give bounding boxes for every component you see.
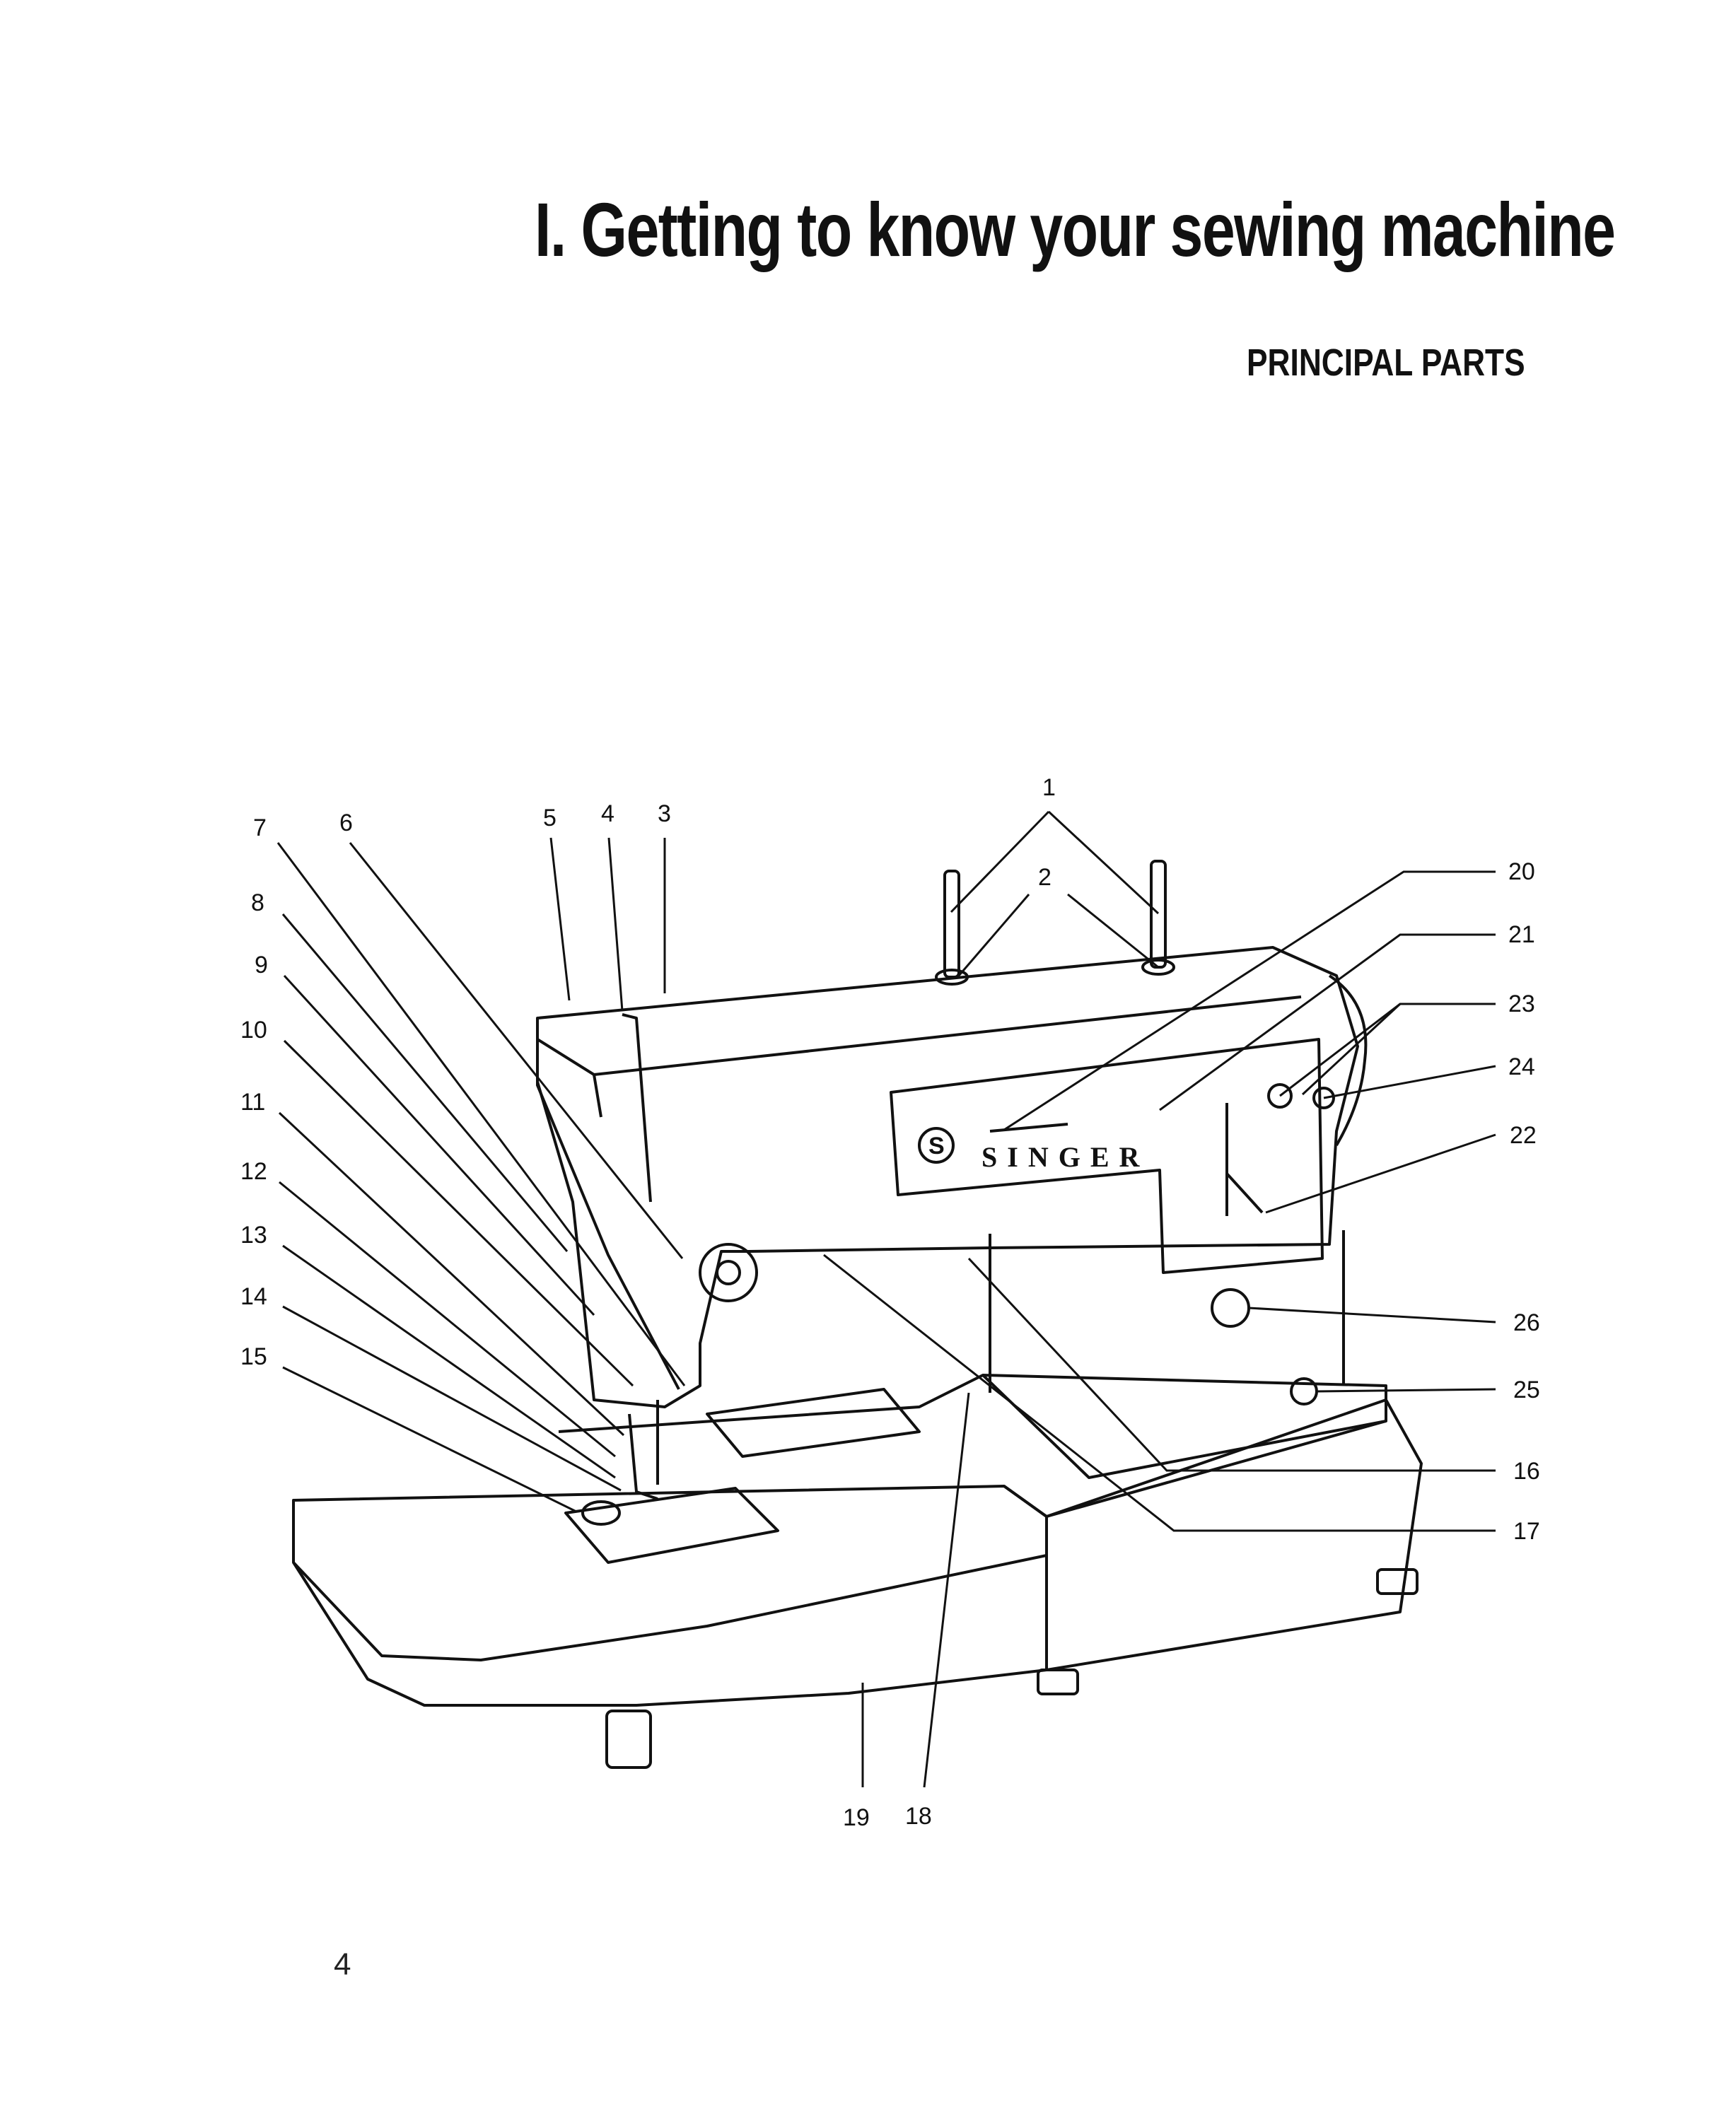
callout-26: 26 — [1513, 1309, 1540, 1336]
callout-23: 23 — [1508, 991, 1535, 1017]
callout-1: 1 — [1042, 774, 1056, 801]
callout-10: 10 — [240, 1017, 267, 1044]
foot-right — [1376, 1568, 1418, 1595]
callout-11: 11 — [240, 1089, 265, 1116]
hand-wheel — [1328, 974, 1368, 1147]
callout-18: 18 — [905, 1803, 932, 1830]
buttonhole-knob — [1211, 1288, 1250, 1328]
leader-20 — [1003, 870, 1496, 1131]
leader-2a — [957, 894, 1030, 976]
leader-24 — [1323, 1065, 1496, 1099]
machine-arm — [536, 946, 1359, 1408]
needle-plate — [564, 1487, 779, 1564]
leader-6 — [349, 842, 684, 1259]
extension-table — [292, 1485, 1048, 1707]
arm-top-edge — [536, 995, 1302, 1076]
tension-dial — [699, 1243, 758, 1302]
leader-16 — [967, 1257, 1496, 1472]
callout-5: 5 — [543, 805, 557, 831]
callout-7: 7 — [253, 814, 267, 841]
page-number: 4 — [334, 1947, 351, 1982]
machine-base — [1045, 1398, 1423, 1671]
spool-pin-base-left — [935, 969, 969, 986]
leader-25 — [1316, 1388, 1496, 1393]
leader-4 — [607, 837, 624, 1012]
leader-10 — [283, 1039, 634, 1387]
callout-20: 20 — [1508, 858, 1535, 885]
leader-9 — [283, 974, 595, 1316]
control-panel — [890, 1038, 1324, 1274]
leader-1b — [1047, 810, 1160, 915]
leader-1a — [950, 810, 1050, 913]
callout-17: 17 — [1513, 1518, 1540, 1545]
callout-2: 2 — [1038, 864, 1051, 891]
callout-24: 24 — [1508, 1053, 1535, 1080]
leader-17 — [823, 1254, 1496, 1532]
callout-12: 12 — [240, 1158, 267, 1185]
pillar — [989, 1230, 1345, 1393]
leader-22 — [1265, 1133, 1496, 1214]
callout-25: 25 — [1513, 1377, 1540, 1403]
bobbin-cover — [581, 1500, 621, 1526]
leader-15 — [282, 1366, 577, 1513]
leader-23a — [1279, 1003, 1496, 1097]
bed-top — [558, 1374, 1387, 1518]
brand-logo — [918, 1127, 955, 1164]
leader-11 — [278, 1111, 625, 1437]
callout-21: 21 — [1508, 921, 1535, 948]
brand-logo-letter: S — [928, 1133, 945, 1159]
spool-pin-left — [943, 870, 960, 978]
callout-19: 19 — [843, 1804, 870, 1831]
thread-take-up-lever — [622, 1013, 652, 1203]
foot-mid — [1037, 1669, 1079, 1695]
cloth-plate — [706, 1388, 921, 1458]
machine-head — [536, 1039, 680, 1390]
stitch-length-lever — [1225, 1172, 1264, 1214]
section-heading: PRINCIPAL PARTS — [1247, 341, 1525, 384]
callout-15: 15 — [240, 1343, 267, 1370]
callout-16: 16 — [1513, 1458, 1540, 1485]
callout-22: 22 — [1510, 1122, 1537, 1149]
leader-7 — [276, 842, 686, 1386]
callout-4: 4 — [601, 800, 614, 827]
machine-illustration: SINGER S — [292, 860, 1423, 1769]
clutch-knob — [1312, 1087, 1335, 1109]
spool-pin-right — [1150, 860, 1167, 969]
leader-21 — [1159, 933, 1496, 1111]
leader-2b — [1067, 893, 1159, 969]
tension-dial-center — [716, 1260, 741, 1285]
leader-lines — [276, 810, 1496, 1788]
stitch-width-slot — [989, 1123, 1068, 1133]
leader-23b — [1301, 1003, 1402, 1096]
callout-3: 3 — [658, 800, 671, 827]
leader-14 — [282, 1305, 622, 1492]
leader-26 — [1248, 1307, 1496, 1324]
callout-13: 13 — [240, 1222, 267, 1249]
presser-foot — [628, 1400, 659, 1500]
callout-9: 9 — [255, 952, 268, 978]
callout-8: 8 — [251, 889, 264, 916]
bobbin-winder — [1267, 1083, 1293, 1109]
leader-13 — [282, 1244, 616, 1479]
callout-6: 6 — [339, 810, 353, 836]
page-title: I. Getting to know your sewing machine — [535, 187, 1616, 272]
leader-18 — [923, 1392, 970, 1788]
table-front-edge — [292, 1554, 1047, 1661]
leader-5 — [549, 837, 571, 1001]
spool-pin-base-right — [1141, 959, 1175, 976]
brand-name: SINGER — [981, 1141, 1149, 1173]
leader-12 — [279, 1181, 616, 1458]
callout-labels: 1 2 3 4 5 6 7 8 9 10 11 12 13 14 15 16 1… — [240, 774, 1540, 1831]
callout-14: 14 — [240, 1283, 267, 1310]
leader-8 — [281, 913, 569, 1252]
foot-left — [605, 1710, 652, 1769]
